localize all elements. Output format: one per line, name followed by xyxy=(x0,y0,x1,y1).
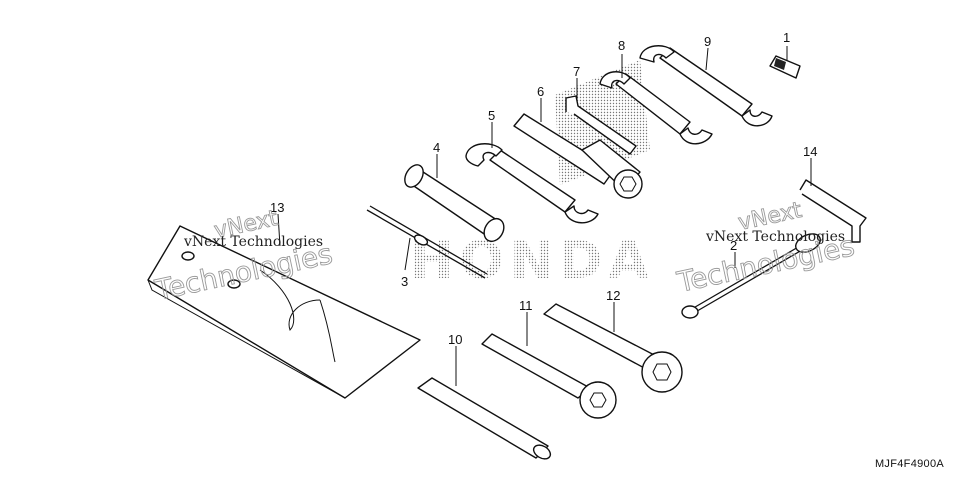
part-open-end-wrench-5 xyxy=(465,143,599,224)
part-hex-wrench-7 xyxy=(565,95,637,155)
watermark-right: vNext vNext Technologies Technologies xyxy=(673,198,858,300)
part-box-wrench-12 xyxy=(543,303,683,393)
callout-11: 11 xyxy=(519,298,533,313)
callout-10: 10 xyxy=(448,332,462,347)
part-handle xyxy=(404,164,505,243)
part-screwdriver xyxy=(366,205,488,279)
part-clip xyxy=(769,55,801,79)
callout-6: 6 xyxy=(537,84,544,99)
diagram-code: MJF4F4900A xyxy=(874,458,944,470)
callout-2: 2 xyxy=(730,238,737,253)
svg-text:vNext Technologies: vNext Technologies xyxy=(183,234,323,250)
callout-4: 4 xyxy=(433,140,440,155)
callout-13: 13 xyxy=(270,200,284,215)
bag-snap-icon xyxy=(181,251,195,261)
part-box-wrench-11 xyxy=(481,333,617,419)
callout-14: 14 xyxy=(803,144,817,159)
callout-1: 1 xyxy=(783,30,790,45)
callout-numbers: 1 2 3 4 5 6 7 8 9 10 11 12 13 14 xyxy=(270,30,817,347)
leader-lines xyxy=(277,46,812,386)
part-open-end-wrench-9 xyxy=(639,45,773,127)
callout-9: 9 xyxy=(704,34,711,49)
callout-5: 5 xyxy=(488,108,495,123)
part-socket-wrench xyxy=(513,113,643,199)
part-grip xyxy=(417,377,552,460)
callout-12: 12 xyxy=(606,288,620,303)
svg-text:vNext Technologies: vNext Technologies xyxy=(705,229,845,245)
honda-logo-text: HONDA xyxy=(410,231,655,291)
callout-3: 3 xyxy=(401,274,408,289)
part-open-end-wrench-8 xyxy=(599,71,713,145)
part-hex-wrench-14 xyxy=(799,179,867,243)
bag-snap-icon xyxy=(227,279,241,289)
part-helmet-cable xyxy=(681,233,821,319)
callout-8: 8 xyxy=(618,38,625,53)
callout-7: 7 xyxy=(573,64,580,79)
part-tool-bag xyxy=(147,225,421,399)
